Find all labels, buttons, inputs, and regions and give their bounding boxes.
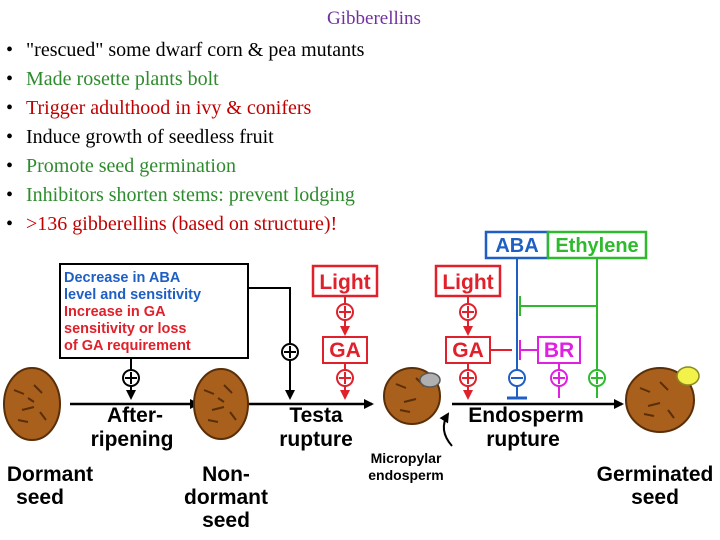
germinated-seed-label: seed xyxy=(631,486,679,509)
bullet-item: •Trigger adulthood in ivy & conifers xyxy=(6,97,312,119)
testa-rupture-label: Testa xyxy=(289,404,343,427)
germinated-seed-image xyxy=(625,366,700,433)
bullet-item: •Made rosette plants bolt xyxy=(6,68,219,90)
dormant-seed-label: Dormant xyxy=(7,463,93,486)
ga-label-right: GA xyxy=(452,339,484,362)
info-connector xyxy=(248,287,295,400)
plus-marker xyxy=(336,369,354,387)
plus-marker xyxy=(281,343,299,361)
plus-marker xyxy=(122,369,140,387)
info-line-3: Increase in GA xyxy=(64,304,166,320)
light-label-right: Light xyxy=(442,271,493,294)
bullet-text: Promote seed germination xyxy=(26,155,236,177)
dormant-seed-image xyxy=(3,367,61,441)
bullet-text: >136 gibberellins (based on structure)! xyxy=(26,213,338,235)
light-label-left: Light xyxy=(319,271,370,294)
bullet-text: Inhibitors shorten stems: prevent lodgin… xyxy=(26,184,355,206)
info-line-4: sensitivity or loss xyxy=(64,321,187,337)
dormant-seed-label: seed xyxy=(16,486,64,509)
nondormant-seed-label: dormant xyxy=(184,486,268,509)
bullet-text: Induce growth of seedless fruit xyxy=(26,126,274,148)
plus-marker xyxy=(588,369,606,387)
minus-marker xyxy=(508,369,526,387)
slide-title: Gibberellins xyxy=(327,8,421,29)
aba-label: ABA xyxy=(495,235,538,257)
light-box-left xyxy=(311,264,379,298)
plus-marker xyxy=(459,369,477,387)
endosperm-rupture-label: rupture xyxy=(486,428,560,451)
plus-marker xyxy=(459,303,477,321)
light-box-right xyxy=(434,264,502,298)
info-box xyxy=(59,263,249,359)
bullet-text: Trigger adulthood in ivy & conifers xyxy=(26,97,312,119)
bullet-item: •Promote seed germination xyxy=(6,155,236,177)
endosperm-rupture-label: Endosperm xyxy=(468,404,584,427)
nondormant-seed-image xyxy=(193,368,249,440)
info-line-5: of GA requirement xyxy=(64,338,191,354)
plus-marker xyxy=(336,303,354,321)
br-label: BR xyxy=(544,339,574,362)
ethylene-label: Ethylene xyxy=(555,235,638,257)
micropylar-endosperm-label: endosperm xyxy=(368,467,443,483)
bullet-text: Made rosette plants bolt xyxy=(26,68,219,90)
info-line-1: Decrease in ABA xyxy=(64,270,181,286)
ga-label-left: GA xyxy=(329,339,361,362)
bullet-list: •"rescued" some dwarf corn & pea mutants… xyxy=(6,36,364,239)
micropylar-endosperm-label: Micropylar xyxy=(371,450,442,466)
germinated-seed-label: Germinated xyxy=(597,463,714,486)
bullet-item: •>136 gibberellins (based on structure)! xyxy=(6,213,338,235)
aba-box xyxy=(484,230,550,260)
plus-marker xyxy=(550,369,568,387)
bullet-item: •"rescued" some dwarf corn & pea mutants xyxy=(6,39,365,61)
nondormant-seed-label: seed xyxy=(202,509,250,532)
testa-rupture-seed-image xyxy=(383,367,441,425)
after-ripening-label: After- xyxy=(107,404,163,427)
testa-rupture-label: rupture xyxy=(279,428,353,451)
info-line-2: level and sensitivity xyxy=(64,287,201,303)
bullet-item: •Induce growth of seedless fruit xyxy=(6,126,274,148)
bullet-item: •Inhibitors shorten stems: prevent lodgi… xyxy=(6,184,355,206)
bullet-text: "rescued" some dwarf corn & pea mutants xyxy=(26,39,365,61)
micropylar-arrow xyxy=(439,412,453,447)
after-ripening-label: ripening xyxy=(91,428,174,451)
nondormant-seed-label: Non- xyxy=(202,463,250,486)
